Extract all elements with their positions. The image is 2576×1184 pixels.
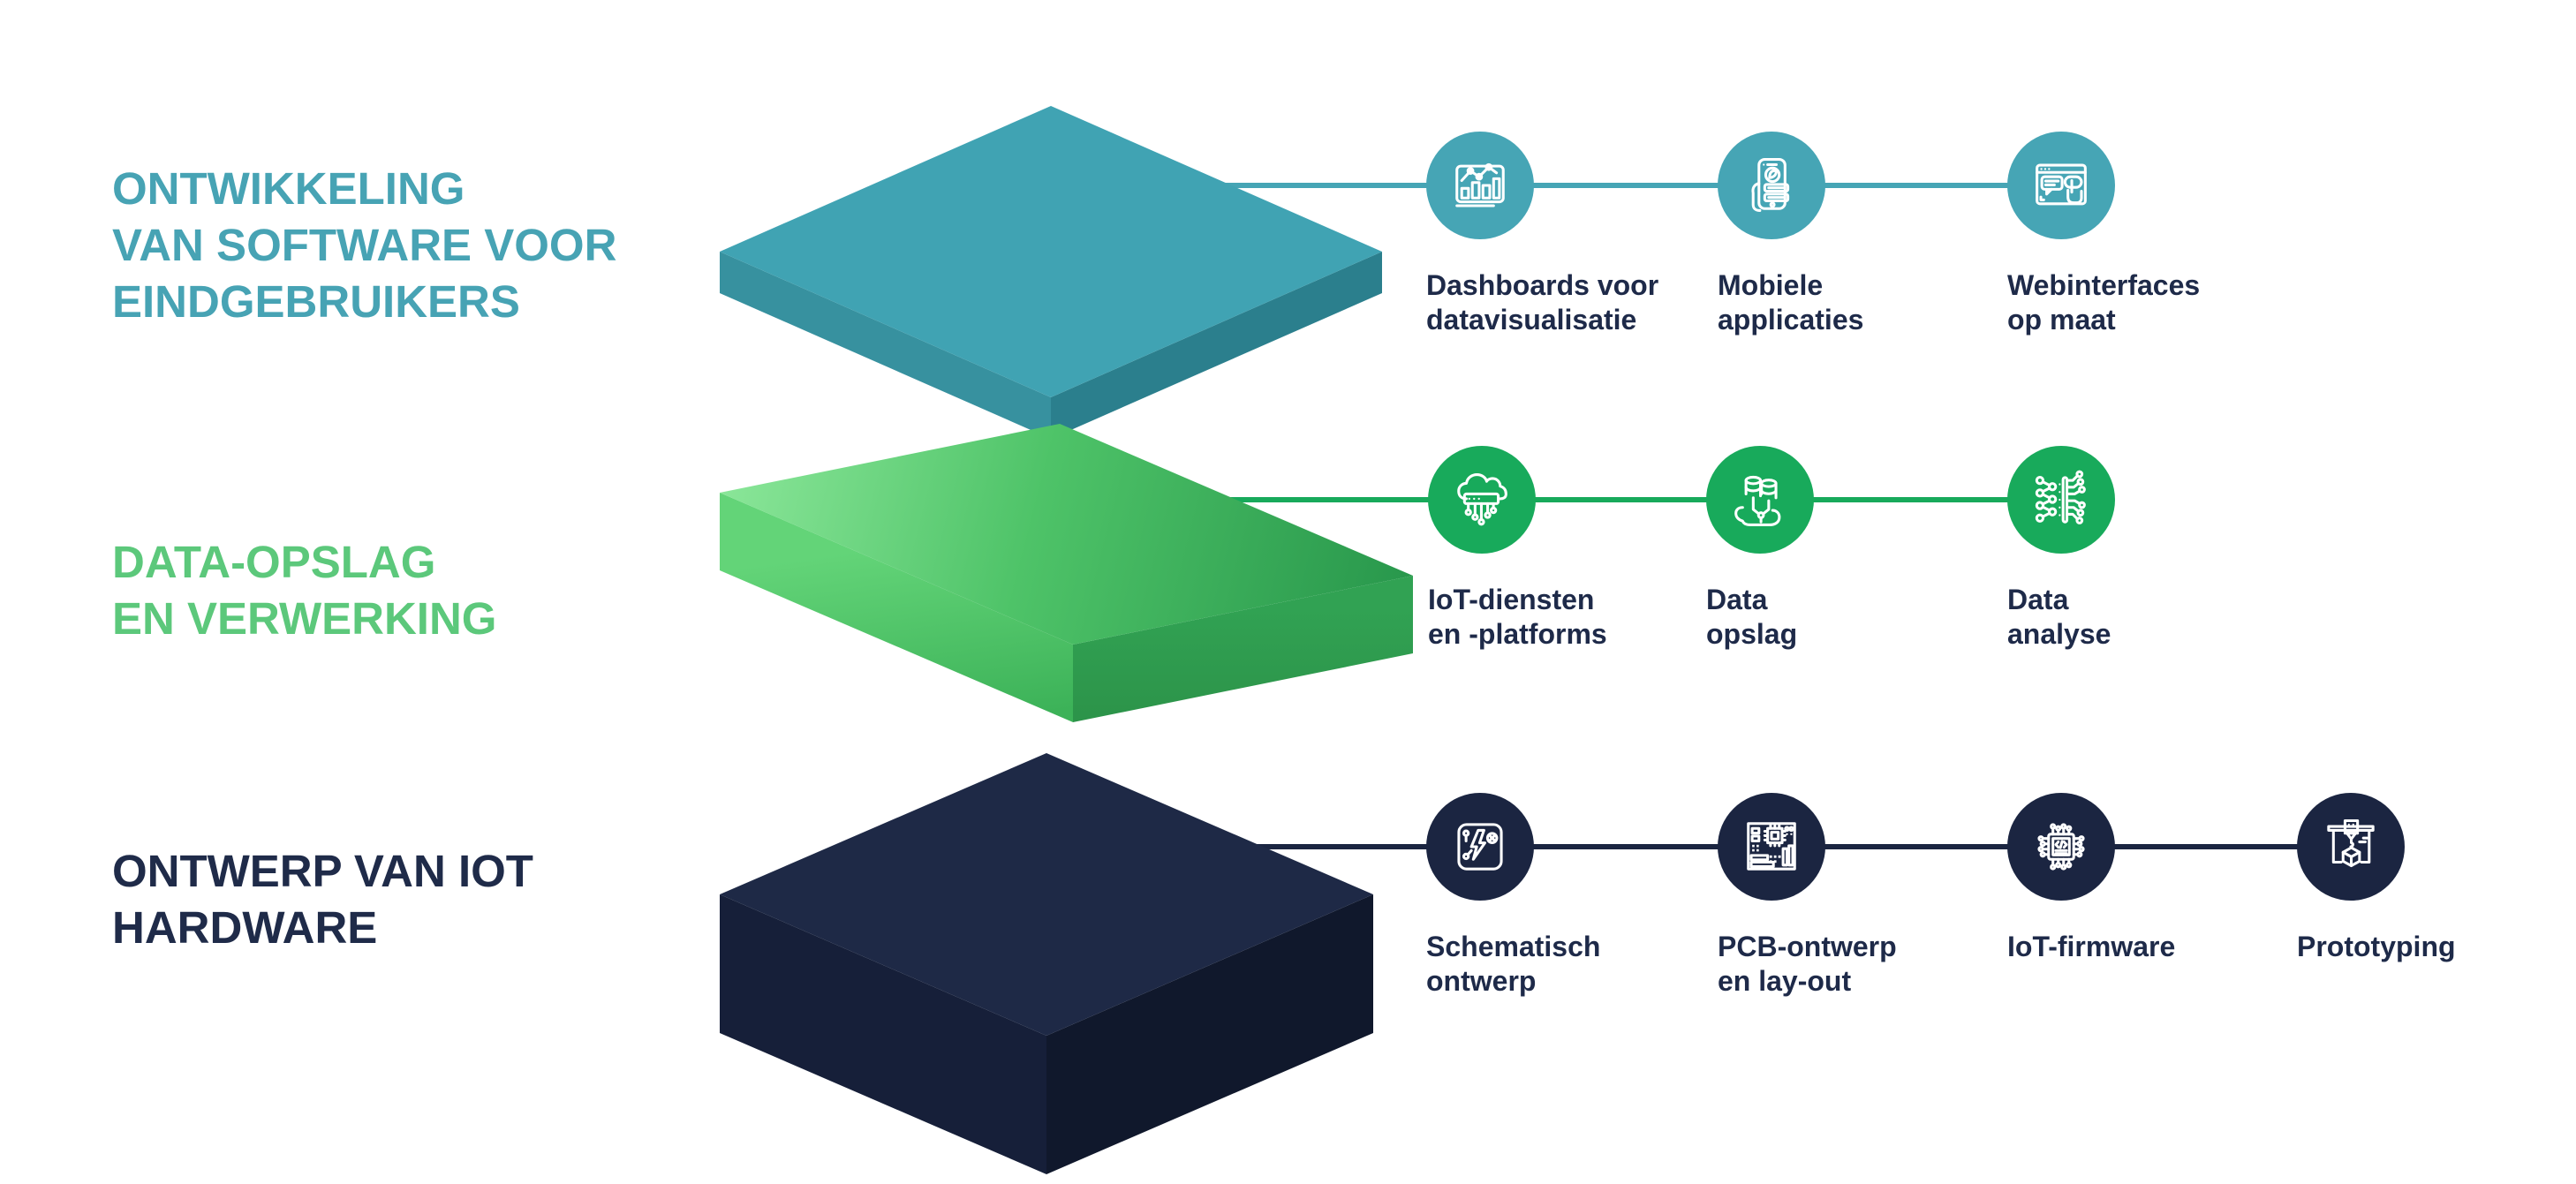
chip-code-icon [2007, 793, 2115, 901]
label-line: opslag [1706, 618, 1798, 650]
database-cloud-icon [1734, 475, 1781, 526]
software-layer-slab [720, 106, 1382, 439]
item-web-interfaces: Webinterfaces op maat [2007, 132, 2299, 337]
label-line: IoT-firmware [2007, 931, 2176, 962]
item-schematic-design: Schematisch ontwerp [1426, 793, 1718, 999]
label-line: Data [2007, 584, 2069, 615]
item-prototyping: Prototyping [2297, 793, 2576, 964]
item-label: Data analyse [2007, 583, 2299, 652]
item-label: IoT-firmware [2007, 930, 2299, 964]
item-iot-services: IoT-diensten en -platforms [1428, 446, 1719, 652]
dashboard-chart-icon [1455, 162, 1505, 207]
label-line: Dashboards voor [1426, 269, 1659, 301]
title-line: ONTWIKKELING [112, 163, 465, 214]
title-line: HARDWARE [112, 902, 378, 953]
dashboard-chart-icon [1426, 132, 1534, 239]
item-iot-firmware: IoT-firmware [2007, 793, 2299, 964]
item-data-analysis: Data analyse [2007, 446, 2299, 652]
item-label: Dashboards voor datavisualisatie [1426, 268, 1718, 337]
mobile-app-icon [1751, 157, 1790, 212]
printer-3d-icon [2327, 818, 2375, 868]
data-layer-slab [720, 424, 1413, 722]
item-pcb-design: PCB-ontwerp en lay-out [1718, 793, 2009, 999]
item-label: PCB-ontwerp en lay-out [1718, 930, 2009, 999]
item-mobile-apps: Mobiele applicaties [1718, 132, 2009, 337]
label-line: Data [1706, 584, 1768, 615]
web-interface-icon [2007, 132, 2115, 239]
circuit-schematic-icon [1457, 823, 1503, 871]
software-layer-title: ONTWIKKELING VAN SOFTWARE VOOR EINDGEBRU… [112, 161, 616, 330]
label-line: datavisualisatie [1426, 304, 1637, 336]
printer-3d-icon [2297, 793, 2405, 901]
data-analysis-icon [2035, 470, 2086, 524]
item-data-storage: Data opslag [1706, 446, 1998, 652]
item-label: Data opslag [1706, 583, 1998, 652]
label-line: op maat [2007, 304, 2116, 336]
item-label: Mobiele applicaties [1718, 268, 2009, 337]
chip-code-icon [2037, 823, 2085, 871]
circuit-schematic-icon [1426, 793, 1534, 901]
item-label: Webinterfaces op maat [2007, 268, 2299, 337]
title-line: EN VERWERKING [112, 593, 497, 644]
web-interface-icon [2036, 163, 2087, 206]
item-label: Prototyping [2297, 930, 2576, 964]
label-line: IoT-diensten [1428, 584, 1595, 615]
data-layer-title: DATA-OPSLAG EN VERWERKING [112, 534, 496, 647]
iot-cloud-icon [1428, 446, 1536, 554]
label-line: analyse [2007, 618, 2111, 650]
title-line: ONTWERP VAN IOT [112, 846, 533, 896]
title-line: DATA-OPSLAG [112, 537, 436, 587]
hardware-layer-title: ONTWERP VAN IOT HARDWARE [112, 843, 533, 956]
label-line: Mobiele [1718, 269, 1824, 301]
label-line: en -platforms [1428, 618, 1607, 650]
label-line: Webinterfaces [2007, 269, 2201, 301]
pcb-board-icon [1718, 793, 1825, 901]
item-label: Schematisch ontwerp [1426, 930, 1718, 999]
label-line: Prototyping [2297, 931, 2456, 962]
label-line: applicaties [1718, 304, 1864, 336]
label-line: PCB-ontwerp [1718, 931, 1897, 962]
label-line: Schematisch [1426, 931, 1601, 962]
database-cloud-icon [1706, 446, 1814, 554]
label-line: ontwerp [1426, 965, 1537, 997]
hardware-layer-slab [720, 753, 1373, 1174]
pcb-board-icon [1747, 822, 1796, 871]
data-analysis-icon [2007, 446, 2115, 554]
item-label: IoT-diensten en -platforms [1428, 583, 1719, 652]
iot-cloud-icon [1457, 473, 1507, 526]
label-line: en lay-out [1718, 965, 1852, 997]
item-dashboards: Dashboards voor datavisualisatie [1426, 132, 1718, 337]
mobile-app-icon [1718, 132, 1825, 239]
title-line: VAN SOFTWARE VOOR [112, 220, 617, 270]
title-line: EINDGEBRUIKERS [112, 276, 520, 327]
